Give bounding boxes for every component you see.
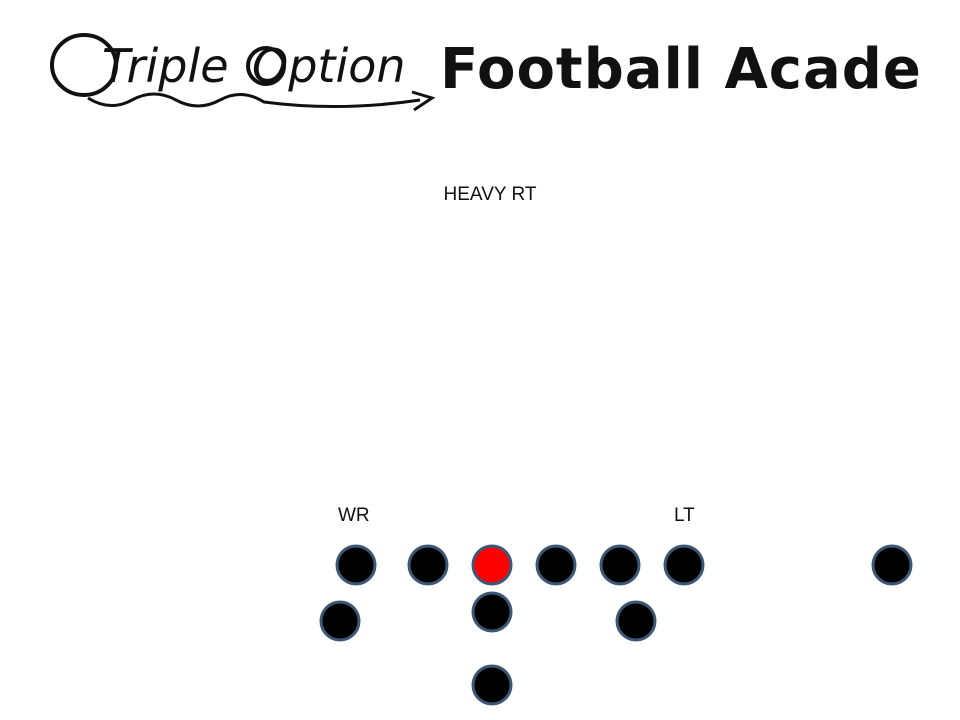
player-line-2: [407, 544, 449, 586]
logo-arrowhead: [411, 90, 436, 112]
player-wr-line: [335, 544, 377, 586]
logo-script-word-1: Triple: [102, 39, 229, 93]
player-fullback: [471, 664, 513, 706]
logo-circle: [50, 33, 118, 97]
label-lt: LT: [674, 505, 695, 526]
logo-squiggle: [87, 92, 421, 109]
player-lt-line: [663, 544, 705, 586]
logo-o-ring: [246, 46, 286, 86]
logo-graphic: Triple Option Football Academy: [50, 33, 920, 112]
player-quarterback: [471, 591, 513, 633]
player-line-5: [599, 544, 641, 586]
logo-academy-text: Football Academy: [440, 37, 920, 102]
player-line-4: [535, 544, 577, 586]
logo-script-word-2: Option: [252, 39, 406, 93]
label-wr: WR: [338, 505, 370, 526]
academy-logo: Triple Option Football Academy: [40, 20, 920, 120]
formation-title: HEAVY RT: [443, 184, 537, 205]
player-split-end: [871, 544, 913, 586]
player-wing-right: [615, 600, 657, 642]
player-center: [471, 544, 513, 586]
player-wing-left: [319, 600, 361, 642]
